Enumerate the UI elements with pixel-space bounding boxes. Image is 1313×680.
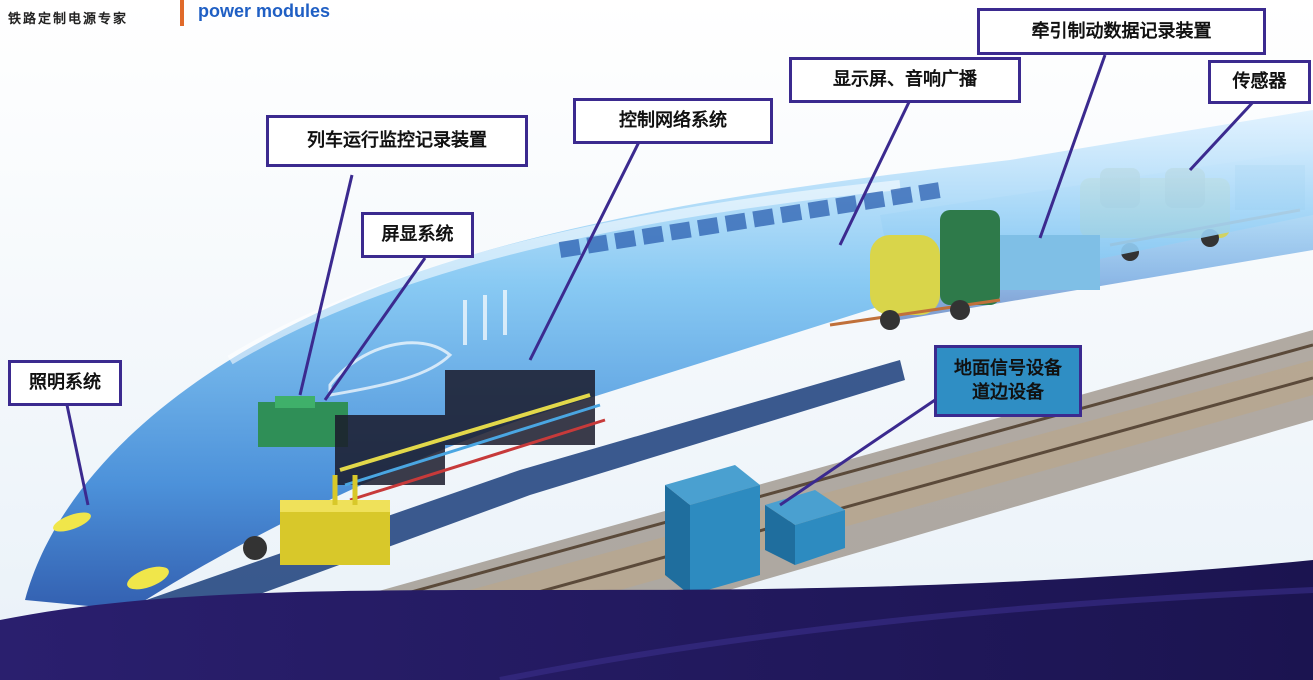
brand-chinese-slogan: 铁路定制电源专家 (8, 12, 129, 27)
leader-lines (65, 54, 1257, 507)
bogie-machinery-front (829, 210, 1100, 330)
label-ground-signal-equipment: 地面信号设备 道边设备 (934, 345, 1082, 417)
label-control-network-system: 控制网络系统 (573, 98, 773, 144)
ground-device-right (765, 490, 845, 565)
label-train-monitor-recorder: 列车运行监控记录装置 (266, 115, 528, 167)
headlight-lower (127, 566, 169, 590)
label-traction-brake-recorder: 牵引制动数据记录装置 (977, 8, 1266, 55)
label-screen-display-system: 屏显系统 (361, 212, 474, 258)
label-ground-signal-line1: 地面信号设备 (954, 358, 1062, 379)
brand-divider (180, 0, 184, 26)
headlight-upper (53, 512, 91, 532)
label-ground-signal-line2: 道边设备 (972, 382, 1044, 403)
ground-device-left (665, 465, 760, 595)
label-lighting-system: 照明系统 (8, 360, 122, 406)
label-display-audio-broadcast: 显示屏、音响广播 (789, 57, 1021, 103)
brand-header: 铁路定制电源专家 power modules (0, 0, 400, 30)
roof-windows (558, 182, 942, 258)
brand-english-slogan: power modules (198, 1, 331, 21)
cab-equipment (243, 370, 606, 565)
bottom-swoosh (0, 560, 1313, 680)
label-sensor: 传感器 (1208, 60, 1311, 104)
